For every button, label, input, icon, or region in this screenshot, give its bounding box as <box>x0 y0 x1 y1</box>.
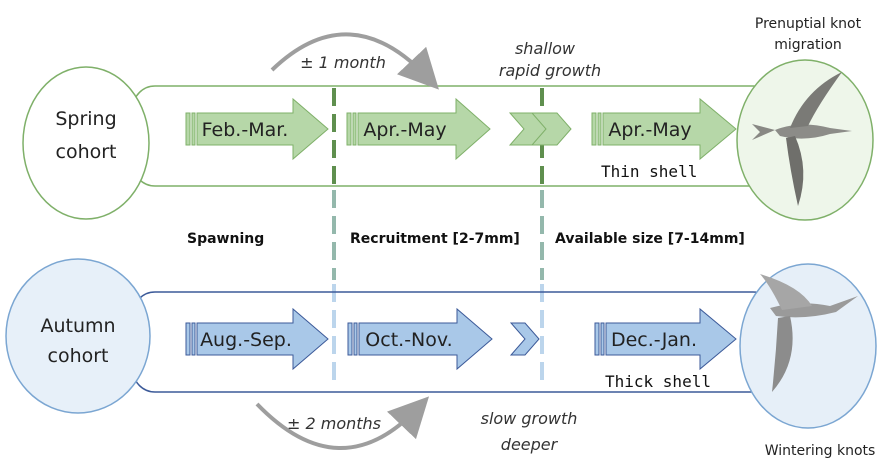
spring-arrow-label-1: Feb.-Mar. <box>202 119 289 141</box>
phase-recruitment: Recruitment [2-7mm] <box>350 231 520 247</box>
autumn-arrow-label-2: Oct.-Nov. <box>365 329 452 351</box>
autumn-label-line1: Autumn <box>40 315 115 337</box>
autumn-cohort: Autumn cohort Aug.-Sep. Oct.-Nov. Dec.-J… <box>5 258 776 454</box>
autumn-bird-label: Wintering knots <box>765 443 876 459</box>
spring-chevrons <box>508 112 572 146</box>
spring-arrow-feb-mar: Feb.-Mar. <box>185 97 329 161</box>
spring-arrow-apr-may: Apr.-May <box>346 97 491 161</box>
divider-lines <box>332 88 544 385</box>
spring-bird-label-line2: migration <box>774 37 842 53</box>
spring-label-line2: cohort <box>56 141 117 163</box>
spring-arrow-label-3: Apr.-May <box>608 119 691 141</box>
spring-cohort-ellipse <box>22 66 150 220</box>
autumn-growth-line1: slow growth <box>481 409 578 428</box>
autumn-bird-icon <box>760 274 858 392</box>
spring-shell-label: Thin shell <box>601 162 697 181</box>
spring-arrow-label-2: Apr.-May <box>363 119 446 141</box>
autumn-cohort-ellipse <box>5 258 151 414</box>
spring-cohort: Spring cohort Feb.-Mar. Apr.-May Apr.-Ma… <box>22 32 776 220</box>
spring-lag-curve <box>270 32 439 90</box>
phase-spawning: Spawning <box>187 231 264 247</box>
autumn-growth-line2: deeper <box>501 435 559 454</box>
spring-label-line1: Spring <box>55 108 116 130</box>
spring-bird-ellipse <box>736 59 874 221</box>
phase-labels: Spawning Recruitment [2-7mm] Available s… <box>187 231 745 247</box>
phase-available: Available size [7-14mm] <box>555 231 745 247</box>
autumn-arrow-label-3: Dec.-Jan. <box>611 329 697 351</box>
autumn-lag-curve <box>255 396 430 450</box>
autumn-chevron <box>509 322 540 356</box>
spring-arrow-apr-may-2: Apr.-May <box>591 97 737 161</box>
spring-bird-icon <box>752 72 852 206</box>
autumn-shell-label: Thick shell <box>605 372 711 391</box>
spring-growth-line1: shallow <box>515 39 576 58</box>
autumn-arrow-oct-nov: Oct.-Nov. <box>347 307 493 371</box>
autumn-arrow-label-1: Aug.-Sep. <box>200 329 292 351</box>
autumn-arrow-aug-sep: Aug.-Sep. <box>185 307 329 371</box>
autumn-arrow-dec-jan: Dec.-Jan. <box>594 307 737 371</box>
autumn-label-line2: cohort <box>48 345 109 367</box>
spring-lag-label: ± 1 month <box>300 53 386 72</box>
autumn-bird-ellipse <box>739 263 877 429</box>
autumn-lag-label: ± 2 months <box>287 414 381 433</box>
spring-bird-group: Prenuptial knot migration <box>736 16 874 221</box>
autumn-bird-group: Wintering knots <box>739 263 877 459</box>
spring-growth-line2: rapid growth <box>499 61 601 80</box>
spring-bird-label-line1: Prenuptial knot <box>755 16 862 32</box>
